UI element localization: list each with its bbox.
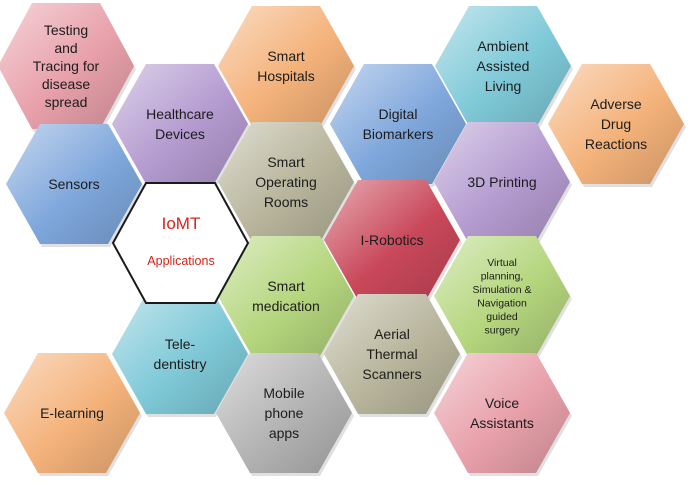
center-hexagon: IoMT Applications xyxy=(111,182,250,304)
hexagon-label-line: Sensors xyxy=(48,176,99,192)
hexagon-label-line: Tracing for xyxy=(33,58,100,74)
hexagon-label-line: Smart xyxy=(267,278,304,294)
hexagon-label-line: disease xyxy=(42,76,90,92)
hexagon-label-line: planning, xyxy=(481,270,524,282)
hexagon-label-line: Adverse xyxy=(590,96,642,112)
hexagon-sensors: Sensors xyxy=(6,124,144,247)
hexagon-label-line: Simulation & xyxy=(473,284,532,296)
center-subtitle: Applications xyxy=(147,254,214,268)
hexagon-label-line: Testing xyxy=(44,22,88,38)
hexagon-label-line: dentistry xyxy=(154,356,207,372)
hexagon-e-learning: E-learning xyxy=(4,353,142,476)
hexagon-label-line: Navigation xyxy=(477,297,527,309)
hexagon-label-line: Smart xyxy=(267,154,304,170)
hexagon-label-line: Aerial xyxy=(374,326,410,342)
hexagon-label-line: Living xyxy=(485,78,522,94)
hexagon-label-line: medication xyxy=(252,298,320,314)
hexagon-label-line: Healthcare xyxy=(146,106,214,122)
hexagon-label-line: Tele- xyxy=(165,336,196,352)
hexagon-label-line: apps xyxy=(269,425,299,441)
hexagon-label-line: Assistants xyxy=(470,415,534,431)
hexagon-label-line: Smart xyxy=(267,48,304,64)
hexagon-label-line: Reactions xyxy=(585,136,647,152)
hexagon-label-line: Operating xyxy=(255,174,316,190)
hexagon-label-line: surgery xyxy=(484,324,520,336)
hexagon-label-line: E-learning xyxy=(40,405,104,421)
hexagon-label-line: Biomarkers xyxy=(363,126,434,142)
hexagon-label-line: Thermal xyxy=(366,346,417,362)
hexagon-tele-dentistry: Tele-dentistry xyxy=(112,294,250,417)
hexagon-label-line: Ambient xyxy=(477,38,528,54)
hexagon-label-line: Assisted xyxy=(477,58,530,74)
hexagon-label-line: and xyxy=(54,40,77,56)
hexagon-label-line: phone xyxy=(265,405,304,421)
hexagon-smart-medication: Smart medication xyxy=(218,236,356,359)
hexagon-label-line: Virtual xyxy=(487,257,517,269)
hexagon-label-line: Drug xyxy=(601,116,631,132)
hexagon-label-line: spread xyxy=(45,94,88,110)
hexagon-i-robotics: I-Robotics xyxy=(324,180,462,303)
hexagon-label-line: I-Robotics xyxy=(360,232,423,248)
hexagon-3d-printing: 3D Printing xyxy=(434,122,572,245)
hexagon-label-line: Hospitals xyxy=(257,68,315,84)
hexagon-label-line: Mobile xyxy=(263,385,304,401)
hexagon-label-line: Voice xyxy=(485,395,519,411)
hexagon-label-line: 3D Printing xyxy=(467,174,536,190)
hexagon-label-line: Scanners xyxy=(362,366,421,382)
hexagon-label-line: guided xyxy=(486,311,518,323)
hexagon-label-line: Digital xyxy=(379,106,418,122)
hexagon-mobile-phone-apps: Mobile phone apps xyxy=(216,353,354,476)
hexagon-label-line: Devices xyxy=(155,126,205,142)
center-title: IoMT xyxy=(162,214,201,233)
hexagon-label-line: Rooms xyxy=(264,194,308,210)
